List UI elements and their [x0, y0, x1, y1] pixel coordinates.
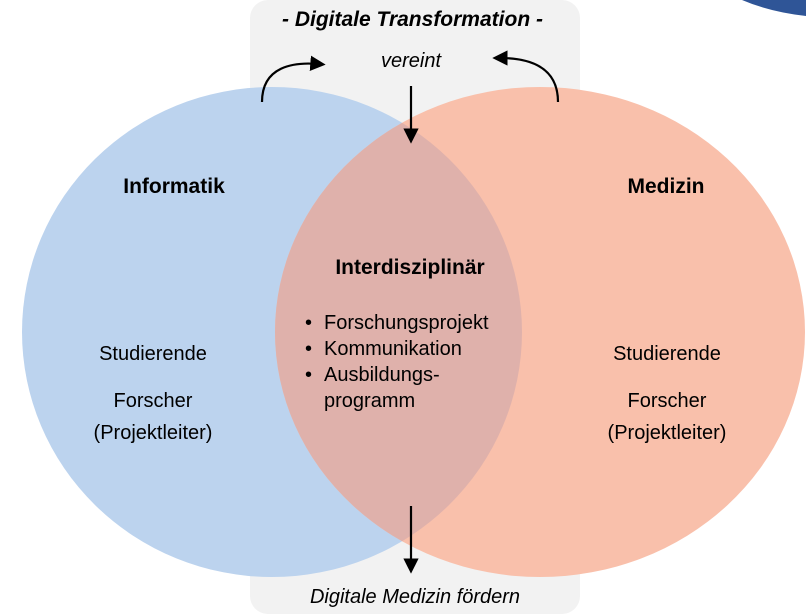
medizin-role-researchers: Forscher [627, 390, 707, 412]
medizin-role-project-lead: (Projektleiter) [607, 422, 727, 444]
curved-arrow-right [492, 50, 560, 103]
interdisciplinary-heading: Interdisziplinär [335, 256, 485, 279]
list-item: • Forschungsprojekt [305, 310, 489, 336]
list-item-text: programm [324, 390, 416, 412]
list-item: • Ausbildungs- [305, 362, 489, 388]
list-item-text: Ausbildungs- [324, 364, 440, 386]
diagram-title: - Digitale Transformation - [282, 8, 543, 31]
informatik-role-researchers: Forscher [113, 390, 193, 412]
bullet-glyph: • [305, 338, 313, 360]
interdisciplinary-overlap [275, 87, 522, 577]
informatik-role-project-lead: (Projektleiter) [93, 422, 213, 444]
list-item-text: Forschungsprojekt [324, 312, 489, 334]
bullet-glyph: • [305, 364, 313, 386]
informatik-heading: Informatik [123, 175, 225, 198]
corner-accent [742, 0, 806, 16]
curved-arrow-left [260, 55, 326, 103]
informatik-role-students: Studierende [99, 343, 207, 365]
list-item: • Kommunikation [305, 336, 489, 362]
diagram-subtitle: vereint [380, 50, 442, 72]
bottom-caption: Digitale Medizin fördern [309, 586, 521, 608]
medizin-heading: Medizin [627, 175, 705, 198]
list-item-text: Kommunikation [324, 338, 462, 360]
list-item-continuation: programm [305, 388, 489, 414]
medizin-role-students: Studierende [613, 343, 721, 365]
interdisciplinary-list: • Forschungsprojekt • Kommunikation • Ausbi… [305, 310, 489, 414]
bullet-glyph: • [305, 312, 313, 334]
